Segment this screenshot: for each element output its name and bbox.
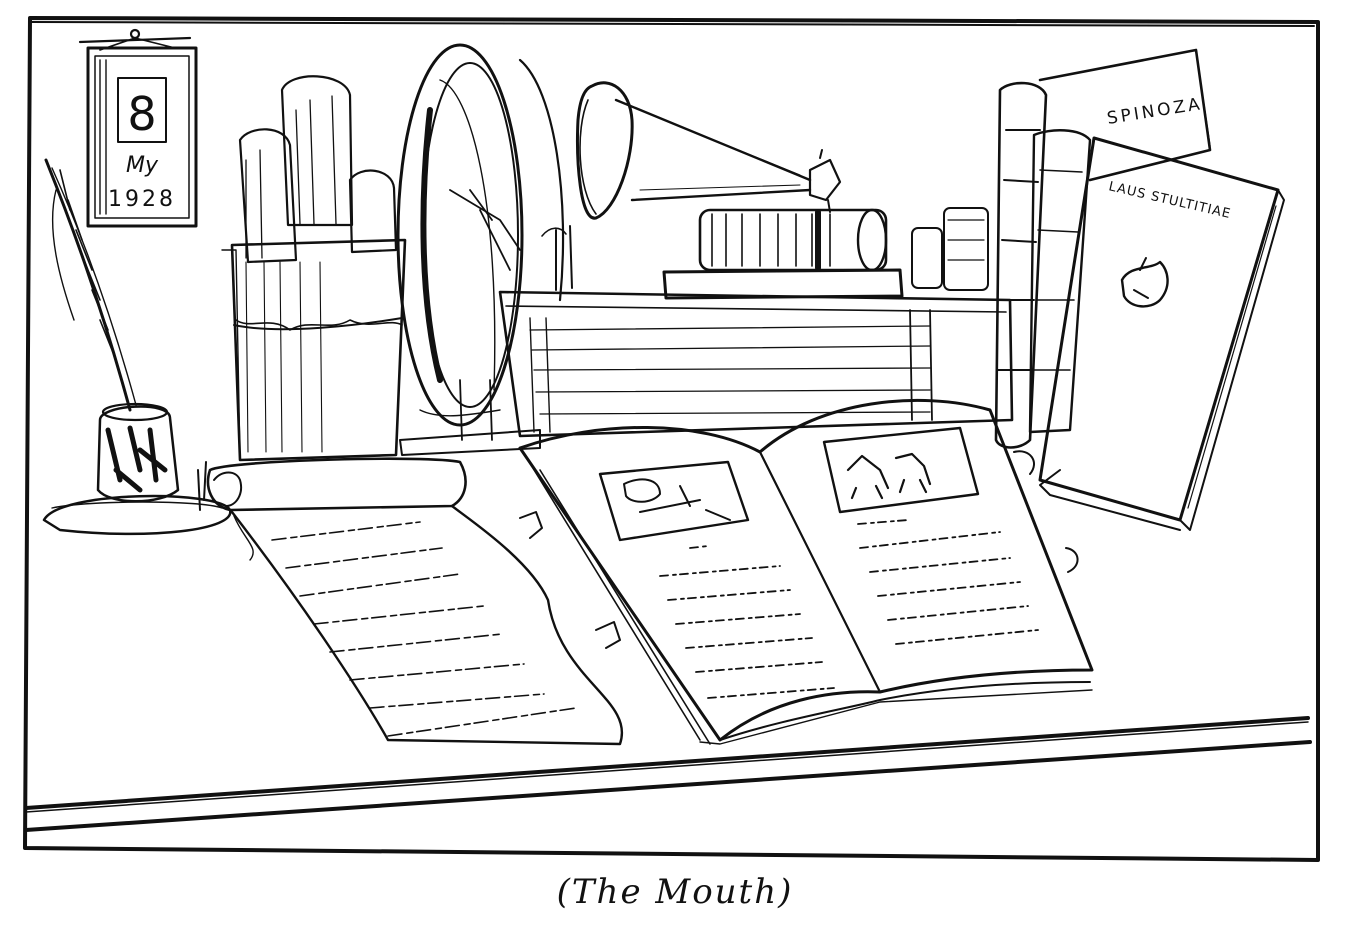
manuscript-scroll [197, 457, 624, 746]
open-book [518, 398, 1094, 745]
cabinet-box [498, 207, 1014, 438]
book-spinoza: SPINOZA [1038, 48, 1212, 182]
quill-and-inkwell [42, 158, 232, 536]
calendar-year: 1928 [108, 187, 176, 212]
illustration-desk-scene: 8 My 1928 [23, 16, 1320, 862]
calendar-day: 8 [127, 87, 156, 141]
picture-frame [23, 16, 1320, 862]
bound-books-stack [994, 81, 1092, 449]
caption: (The Mouth) [556, 872, 794, 912]
wall-calendar: 8 My 1928 [78, 28, 198, 228]
laus-title: LAUS STULTITIAE [1107, 179, 1232, 222]
paper-rolls-pot [221, 75, 407, 462]
reel-wheel [396, 43, 565, 456]
phonograph [541, 81, 904, 300]
desk-front-edge [24, 716, 1312, 832]
spinoza-title: SPINOZA [1106, 94, 1204, 129]
calendar-month: My [126, 153, 159, 178]
